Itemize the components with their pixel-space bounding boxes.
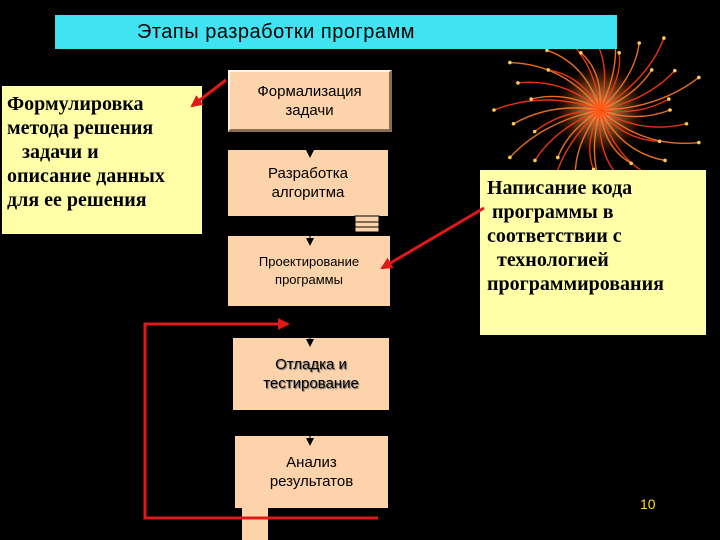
arrow-to-left-note — [190, 78, 227, 108]
step-analysis: Анализ результатов — [235, 436, 388, 508]
slide-title: Этапы разработки программ — [55, 15, 617, 49]
step-formalization-label: Формализация задачи — [257, 82, 362, 119]
step5-bottom-tab — [242, 508, 268, 540]
step-design: Проектирование программы — [228, 236, 390, 306]
step-design-label: Проектирование программы — [258, 254, 360, 287]
right-note: Написание кода программы в соответствии … — [480, 170, 706, 335]
step-analysis-label: Анализ результатов — [269, 454, 354, 490]
step-formalization: Формализация задачи — [228, 70, 392, 132]
left-note: Формулировка метода решения задачи и опи… — [2, 86, 202, 234]
step2-side-tab — [354, 215, 380, 233]
step-algorithm: Разработка алгоритма — [228, 150, 388, 216]
step-algorithm-label: Разработка алгоритма — [268, 165, 348, 201]
arrow-to-design-step — [380, 206, 485, 270]
step-debugging: Отладка и тестирование — [233, 338, 389, 410]
feedback-loop-arrow — [143, 318, 378, 520]
slide-number: 10 — [640, 496, 656, 512]
step-debugging-label: Отладка и тестирование — [263, 356, 359, 392]
